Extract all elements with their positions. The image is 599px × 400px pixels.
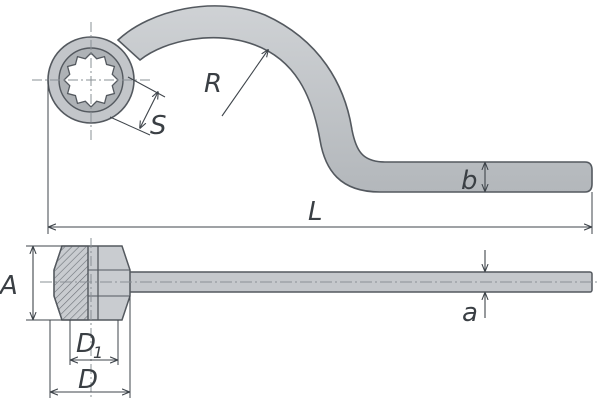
label-r: R (204, 69, 222, 99)
label-a-upper: A (0, 271, 18, 301)
side-view: A a D 1 D (0, 238, 598, 398)
wrench-body-top (116, 5, 593, 193)
label-b: b (461, 166, 478, 196)
label-d1-main: D (76, 329, 96, 359)
s-dimension-line (140, 92, 158, 128)
label-a-lower: a (462, 298, 478, 328)
label-s: S (150, 111, 167, 141)
label-d: D (78, 365, 98, 395)
label-d1-sub: 1 (93, 343, 103, 362)
s-extension-1 (109, 116, 151, 136)
section-hatch (53, 245, 89, 321)
label-l: L (308, 197, 323, 227)
top-view: S R b L (32, 5, 593, 234)
r-dimension-line (221, 50, 268, 117)
